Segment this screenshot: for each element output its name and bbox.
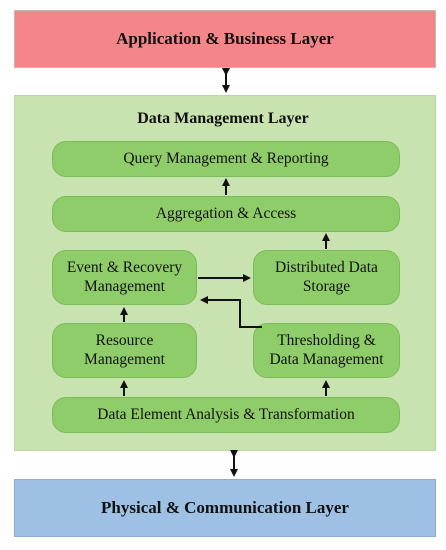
aggregation-access-module: Aggregation & Access	[52, 196, 400, 232]
thresholding-label-line1: Thresholding &	[277, 331, 376, 349]
resource-management-module: Resource Management	[52, 323, 197, 378]
resource-management-label-line2: Management	[84, 350, 165, 368]
resource-management-label-line1: Resource	[95, 331, 154, 349]
physical-communication-layer-label: Physical & Communication Layer	[101, 498, 349, 517]
thresholding-module: Thresholding & Data Management	[253, 323, 400, 378]
distributed-storage-label-line1: Distributed Data	[275, 258, 378, 276]
aggregation-access-label: Aggregation & Access	[155, 204, 297, 222]
thresholding-label-line2: Data Management	[269, 350, 384, 368]
data-element-analysis-module: Data Element Analysis & Transformation	[52, 397, 400, 433]
distributed-storage-module: Distributed Data Storage	[253, 250, 400, 305]
distributed-storage-label-line2: Storage	[302, 277, 351, 295]
query-management-label: Query Management & Reporting	[123, 149, 329, 167]
event-recovery-label-line2: Management	[84, 277, 165, 295]
data-management-layer-title: Data Management Layer	[137, 110, 309, 127]
application-business-layer-label: Application & Business Layer	[116, 29, 334, 48]
event-recovery-label-line1: Event & Recovery	[66, 258, 183, 276]
physical-communication-layer: Physical & Communication Layer	[14, 479, 436, 537]
query-management-module: Query Management & Reporting	[52, 141, 400, 177]
application-business-layer: Application & Business Layer	[14, 10, 436, 68]
data-element-analysis-label: Data Element Analysis & Transformation	[97, 405, 355, 423]
event-recovery-module: Event & Recovery Management	[52, 250, 197, 305]
